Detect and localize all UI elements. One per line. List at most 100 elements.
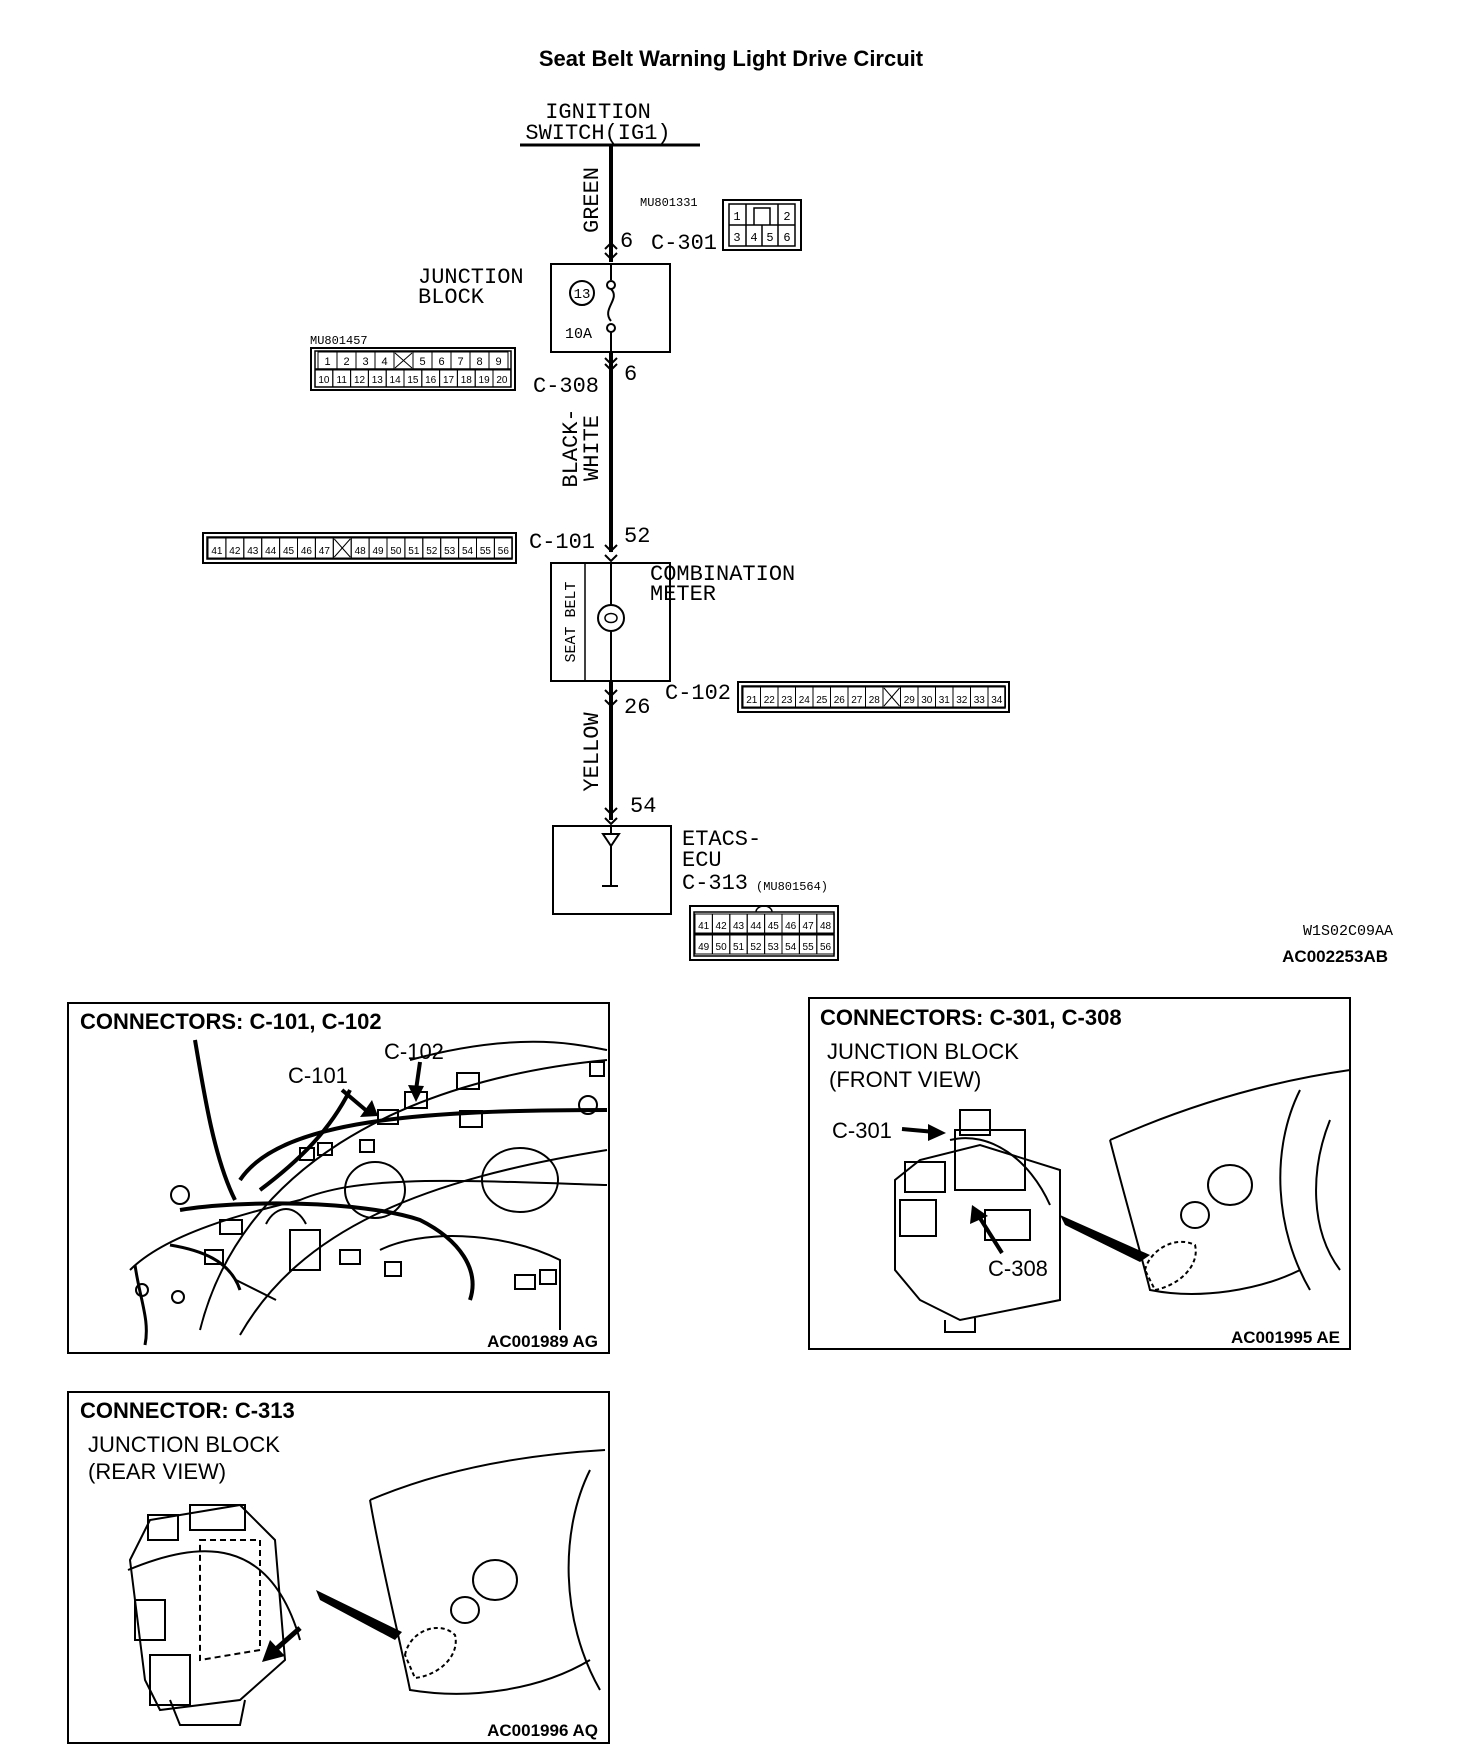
c102-pin-label: 27 [851,695,863,706]
panel-c313-subtitle-2: (REAR VIEW) [88,1459,226,1484]
etacs-ecu-box [552,825,672,915]
c101-pin-label: 53 [444,546,456,557]
c102-pin-label: 34 [991,695,1003,706]
c313-row1-pin-label: 45 [768,921,780,932]
c101-pin-label: 41 [211,546,223,557]
panel-c301-c308-subtitle-2: (FRONT VIEW) [829,1067,981,1092]
c308-row2-pin-label: 15 [407,375,419,386]
c308-row2-pin-label: 13 [372,375,384,386]
c101-pin-label: 44 [265,546,277,557]
c301-label: C-301 [651,231,717,256]
etacs-label-2: ECU [682,848,722,873]
c308-part-number: MU801457 [310,334,368,348]
c308-row1-pin-label: 6 [438,356,444,368]
c313-row2-pin-label: 53 [768,942,780,953]
figure-id-1: W1S02C09AA [1303,923,1393,940]
junction-block-front-illustration [894,1069,1351,1333]
c101-pin-label: 47 [319,546,331,557]
junction-block-label-1: JUNCTION [418,265,524,290]
c313-pointer [273,1626,302,1652]
c101-marker [604,544,618,563]
panel-c301-c308-code: AC001995 AE [1231,1328,1340,1347]
c301-marker [604,241,618,261]
c313-row1-pin-label: 41 [698,921,710,932]
c102-marker [604,689,618,708]
ignition-label-1: IGNITION [545,100,651,125]
panel-c301-c308: CONNECTORS: C-301, C-308 JUNCTION BLOCK … [808,997,1351,1350]
c313-row2-cell [816,934,835,955]
c101-pin-label: 56 [498,546,510,557]
c308-row2-pin-label: 18 [461,375,473,386]
c313-row2-pin-label: 55 [803,942,815,953]
c101-pin-label: 51 [408,546,420,557]
c308-label: C-308 [533,374,599,399]
c101-pin-label: 42 [229,546,241,557]
c301-pin-4: 4 [750,231,757,245]
c308-row1-pin-label: 2 [343,356,349,368]
c101-pin: 52 [624,524,650,549]
c313-row2-pin-label: 50 [716,942,728,953]
c102-cell [987,686,1006,708]
c102-pin-label: 25 [816,695,828,706]
c101-label: C-101 [529,530,595,555]
etacs-input-symbol [601,826,621,887]
c313-pointer-head [262,1640,285,1662]
c102-pin-label: 32 [956,695,968,706]
c301-pin-3: 3 [733,231,740,245]
c301-pin-1: 1 [733,210,740,224]
c101-pin-label: 45 [283,546,295,557]
fuse-rating: 10A [565,326,592,343]
junction-block-label-2: BLOCK [418,285,485,310]
c313-row2-pin-label: 52 [750,942,762,953]
c102-pin-label: 33 [974,695,986,706]
c308-row1-pin-label: 1 [324,356,330,368]
seat-belt-lamp-icon [597,604,625,632]
c308-row1-pin-label: 5 [419,356,425,368]
lamp-filament [604,612,618,624]
c102-pin: 26 [624,695,650,720]
c101-pin-label: 49 [372,546,384,557]
c308-row2-pin-label: 20 [496,375,508,386]
callout-c102: C-102 [384,1039,444,1064]
c308-marker [604,357,618,372]
c102-pin-label: 21 [746,695,758,706]
c308-row2-cell [492,369,512,388]
c301-pin-5: 5 [766,231,773,245]
c101-blank-cell [333,538,351,558]
c101-cell [493,537,513,559]
c102-label: C-102 [665,681,731,706]
panel-c313-subtitle-1: JUNCTION BLOCK [88,1432,280,1457]
c308-row1-pin-label: 4 [381,356,387,368]
c102-pin-label: 31 [939,695,951,706]
c313-marker [604,807,618,826]
c308-row2-pin-label: 10 [318,375,330,386]
c313-row1-pin-label: 42 [716,921,728,932]
c102-pin-label: 29 [904,695,916,706]
c308-pin: 6 [624,362,637,387]
c313-row1-cell [816,913,835,934]
c308-row2-pin-label: 17 [443,375,455,386]
fuse-number-badge [569,280,595,306]
c101-pin-label: 46 [301,546,313,557]
c101-pin-label: 43 [247,546,259,557]
panel-c301-c308-subtitle-1: JUNCTION BLOCK [827,1039,1019,1064]
wire-bw-label-2: WHITE [580,415,605,481]
c308-row2-pin-label: 16 [425,375,437,386]
c313-row1-pin-label: 44 [750,921,762,932]
page-title: Seat Belt Warning Light Drive Circuit [539,46,924,71]
c101-pin-label: 54 [462,546,474,557]
c101-pin-label: 52 [426,546,438,557]
c308-row2-pin-label: 11 [337,375,348,386]
c102-pin-label: 30 [921,695,933,706]
panel-c101-c102-code: AC001989 AG [487,1332,598,1351]
panel-c301-c308-title: CONNECTORS: C-301, C-308 [820,1005,1122,1030]
c101-pin-label: 50 [390,546,402,557]
panel-c101-c102-title: CONNECTORS: C-101, C-102 [80,1009,382,1034]
combination-meter-label-1: COMBINATION [650,562,795,587]
pointer-arrow [1060,1215,1150,1262]
c313-part-number: (MU801564) [756,880,828,894]
c308-row1-pin-label: 8 [476,356,482,368]
